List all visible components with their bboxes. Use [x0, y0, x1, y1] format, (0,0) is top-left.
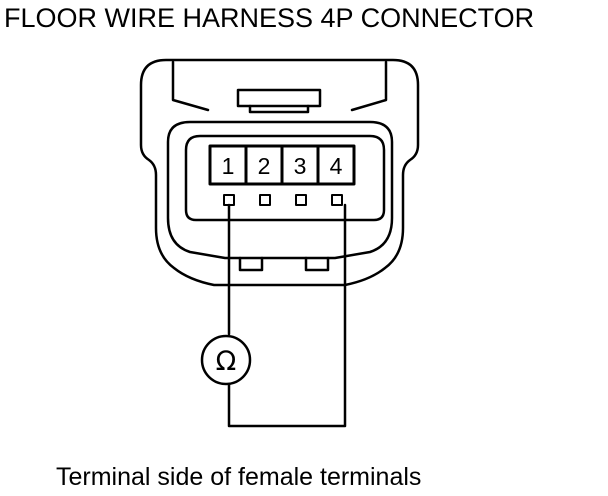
latch-center-base	[248, 104, 310, 114]
connector-inner-housing	[166, 120, 394, 260]
bottom-key-right	[304, 256, 330, 272]
diagram-title: FLOOR WIRE HARNESS 4P CONNECTOR	[4, 3, 535, 33]
diagram-caption: Terminal side of female terminals	[56, 463, 422, 491]
latch-left	[171, 60, 210, 112]
connector-outer-housing	[139, 58, 420, 287]
terminal-contact-1	[223, 194, 235, 206]
terminal-contact-3	[295, 194, 307, 206]
pin-box-4	[316, 144, 356, 186]
bottom-key-left	[238, 256, 264, 272]
latch-center-tab	[236, 88, 322, 108]
pin-label-2: 2	[258, 153, 271, 179]
pin-label-1: 1	[222, 153, 235, 179]
pin-label-3: 3	[294, 153, 307, 179]
terminal-cavity-block	[184, 134, 386, 222]
latch-right	[350, 60, 388, 112]
pin-label-4: 4	[330, 153, 343, 179]
terminal-contact-2	[259, 194, 271, 206]
probe-wire-return	[227, 203, 347, 428]
terminal-contact-4	[331, 194, 343, 206]
ohmmeter-icon	[200, 334, 252, 386]
ohm-symbol: Ω	[216, 346, 237, 377]
